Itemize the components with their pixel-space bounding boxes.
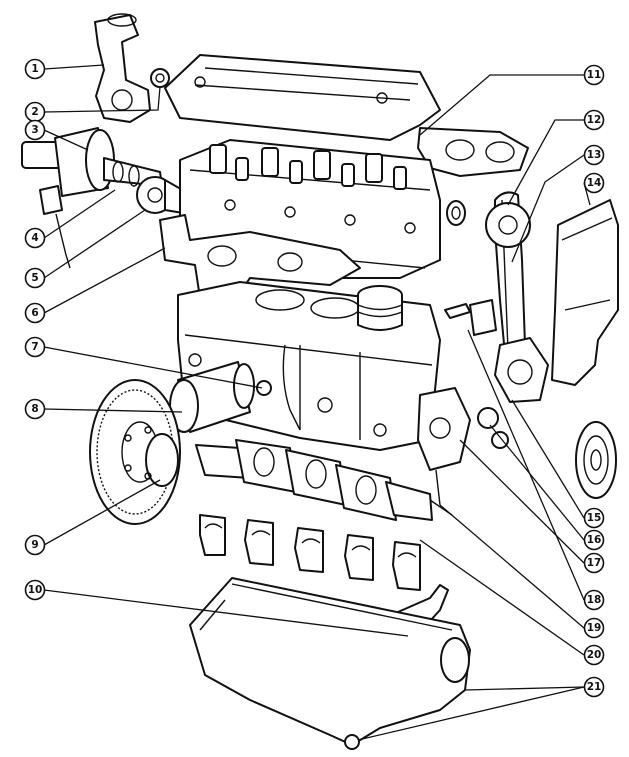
callout-label: 1 xyxy=(31,63,38,75)
callout-6: 6 xyxy=(24,302,46,324)
callout-label: 4 xyxy=(31,232,38,244)
callout-12: 12 xyxy=(583,109,605,131)
flywheel xyxy=(89,379,181,525)
callout-1: 1 xyxy=(24,58,46,80)
callout-label: 14 xyxy=(587,177,602,189)
callout-label: 21 xyxy=(587,681,602,693)
callout-15: 15 xyxy=(583,507,605,529)
main-bearing-caps xyxy=(199,514,421,591)
callout-21: 21 xyxy=(583,676,605,698)
callout-label: 9 xyxy=(31,539,38,551)
crankshaft xyxy=(195,439,453,521)
rocker-cover-gasket xyxy=(417,127,529,177)
callout-2: 2 xyxy=(24,101,46,123)
callout-13: 13 xyxy=(583,144,605,166)
callout-label: 8 xyxy=(31,403,38,415)
belt-tensioner xyxy=(444,299,509,449)
callout-label: 16 xyxy=(587,534,602,546)
callout-8: 8 xyxy=(24,398,46,420)
callout-7: 7 xyxy=(24,336,46,358)
callout-18: 18 xyxy=(583,589,605,611)
callout-label: 18 xyxy=(587,594,602,606)
callout-19: 19 xyxy=(583,617,605,639)
leader-lines xyxy=(43,64,591,741)
piston xyxy=(357,285,403,331)
callout-label: 20 xyxy=(587,649,602,661)
intake-manifold xyxy=(159,214,361,301)
callout-label: 10 xyxy=(28,584,43,596)
callout-17: 17 xyxy=(583,552,605,574)
callout-label: 12 xyxy=(587,114,602,126)
rocker-cover xyxy=(164,54,441,141)
camshaft-timing-gear xyxy=(485,202,531,248)
callout-label: 15 xyxy=(587,512,602,524)
oil-sump xyxy=(189,577,471,750)
callout-label: 11 xyxy=(587,69,602,81)
callout-label: 2 xyxy=(31,106,38,118)
timing-belt-cover xyxy=(551,199,619,386)
camshaft-oil-seal xyxy=(446,200,466,226)
thermostat-housing xyxy=(94,13,151,123)
callout-4: 4 xyxy=(24,227,46,249)
callout-label: 13 xyxy=(587,149,602,161)
callout-14: 14 xyxy=(583,172,605,194)
water-pump xyxy=(494,337,549,403)
callout-11: 11 xyxy=(583,64,605,86)
callout-label: 5 xyxy=(31,272,38,284)
callout-20: 20 xyxy=(583,644,605,666)
callout-10: 10 xyxy=(24,579,46,601)
callout-3: 3 xyxy=(24,119,46,141)
callout-9: 9 xyxy=(24,534,46,556)
oil-filter xyxy=(169,344,301,433)
callout-label: 19 xyxy=(587,622,602,634)
callout-5: 5 xyxy=(24,267,46,289)
callout-16: 16 xyxy=(583,529,605,551)
crankshaft-pulley xyxy=(575,421,617,499)
callout-label: 3 xyxy=(31,124,38,136)
callout-label: 6 xyxy=(31,307,38,319)
callout-label: 17 xyxy=(587,557,602,569)
callout-label: 7 xyxy=(31,341,38,353)
thermostat xyxy=(150,68,170,88)
